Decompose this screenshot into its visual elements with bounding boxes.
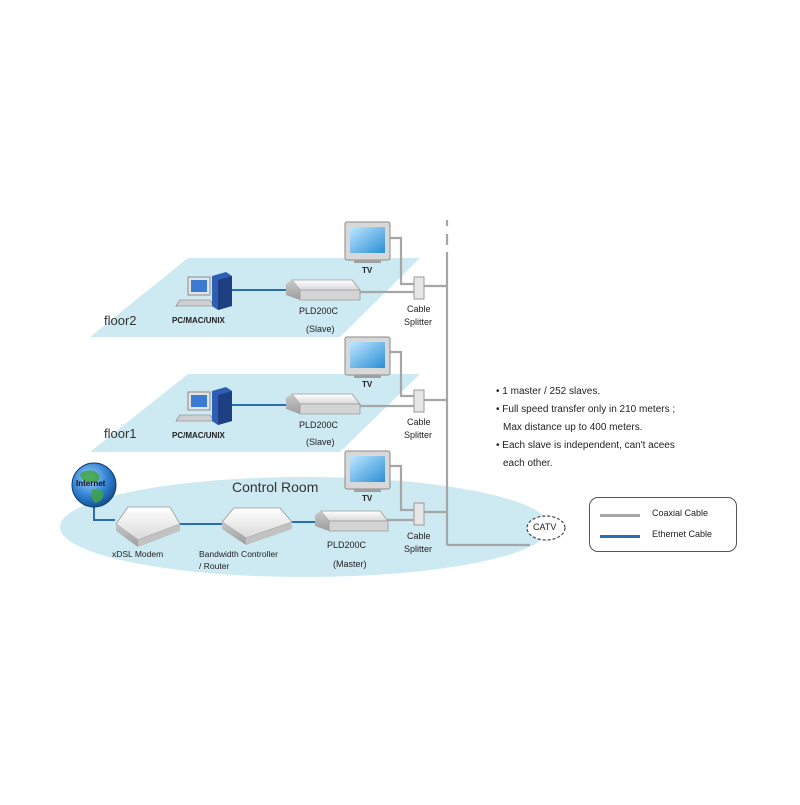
bandwidth-label-1: Bandwidth Controller <box>199 549 278 559</box>
legend-row-ethernet: Ethernet Cable <box>596 529 736 543</box>
pld200c-slave-floor2-icon <box>286 279 361 301</box>
control-splitter-label-1: Cable <box>407 531 431 541</box>
modem-label: xDSL Modem <box>112 549 164 559</box>
floor1-splitter-label-1: Cable <box>407 417 431 427</box>
control-pld-label: PLD200C <box>327 540 367 550</box>
floor1-pld-role: (Slave) <box>306 437 335 447</box>
catv-outline <box>526 515 566 541</box>
control-tv-label: TV <box>362 494 373 503</box>
tv-icon-floor1 <box>344 336 391 378</box>
cable-splitter-floor1 <box>413 389 425 413</box>
floor1-splitter-label-2: Splitter <box>404 430 433 440</box>
floor2-tv-label: TV <box>362 266 373 275</box>
legend-row-coaxial: Coaxial Cable <box>596 508 736 522</box>
floor2-pld-role: (Slave) <box>306 324 335 334</box>
ethernet-swatch <box>600 535 640 538</box>
bandwidth-label-2: / Router <box>199 561 230 571</box>
internet-globe-icon <box>71 462 117 508</box>
control-room-plane <box>60 477 550 577</box>
pc-icon-floor1 <box>175 387 232 425</box>
pld200c-slave-floor1-icon <box>286 393 361 415</box>
note-line: Max distance up to 400 meters. <box>503 422 643 433</box>
internet-label: Internet <box>76 479 106 488</box>
cable-splitter-floor2 <box>413 276 425 300</box>
pc-icon-floor2 <box>175 272 232 310</box>
floor2-pc-label: PC/MAC/UNIX <box>172 316 225 325</box>
floor1-plane <box>90 374 420 452</box>
coaxial-swatch <box>600 514 640 517</box>
cable-legend: Coaxial Cable Ethernet Cable <box>589 497 737 552</box>
floor2-plane <box>90 258 420 337</box>
control-pld-role: (Master) <box>333 559 367 569</box>
coaxial-backbone <box>358 220 530 547</box>
floor2-splitter-label-2: Splitter <box>404 317 433 327</box>
floor2-splitter-label-1: Cable <box>407 304 431 314</box>
floor1-label: floor1 <box>104 426 137 441</box>
floor1-pld-label: PLD200C <box>299 420 339 430</box>
note-line: • 1 master / 252 slaves. <box>496 386 601 397</box>
floor1-tv-label: TV <box>362 380 373 389</box>
floor2-pld-label: PLD200C <box>299 306 339 316</box>
tv-icon-floor2 <box>344 221 391 263</box>
coaxial-legend-label: Coaxial Cable <box>652 508 709 518</box>
bandwidth-controller-icon <box>221 507 293 545</box>
tv-icon-control <box>344 450 391 492</box>
note-line: • Each slave is independent, can't acees <box>496 440 675 451</box>
cable-splitter-control <box>413 502 425 526</box>
floor2-label: floor2 <box>104 313 137 328</box>
note-line: each other. <box>503 458 553 469</box>
control-splitter-label-2: Splitter <box>404 544 433 554</box>
ethernet-legend-label: Ethernet Cable <box>652 529 713 539</box>
xdsl-modem-icon <box>115 506 181 547</box>
note-line: • Full speed transfer only in 210 meters… <box>496 404 676 415</box>
control-room-label: Control Room <box>232 479 319 495</box>
pld200c-master-icon <box>315 510 389 532</box>
catv-label: CATV <box>533 522 557 532</box>
specification-notes: • 1 master / 252 slaves. • Full speed tr… <box>496 383 675 473</box>
floor1-pc-label: PC/MAC/UNIX <box>172 431 225 440</box>
